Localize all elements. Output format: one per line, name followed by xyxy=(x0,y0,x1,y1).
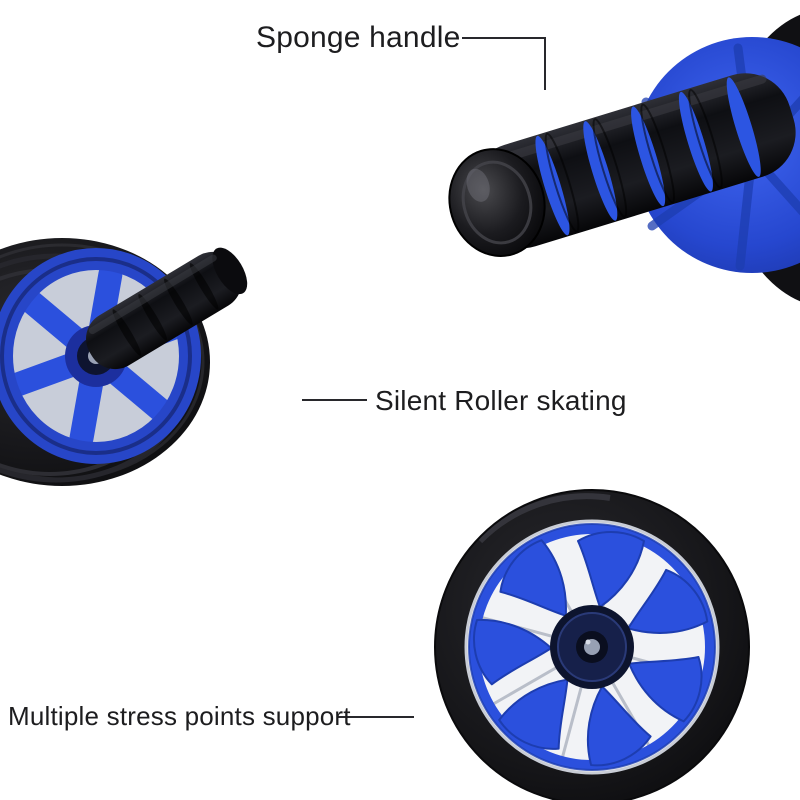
caption-multiple-stress-points-support: Multiple stress points support xyxy=(8,701,351,731)
caption-silent-roller-skating: Silent Roller skating xyxy=(375,385,627,416)
foam-grip xyxy=(448,73,796,257)
front-wheel-photo xyxy=(434,489,750,800)
foam-blue-stripes xyxy=(535,77,761,236)
front-wheel-hub xyxy=(550,605,634,689)
sponge-handle-photo xyxy=(448,14,800,302)
front-wheel-blades xyxy=(473,531,709,767)
caption-sponge-handle: Sponge handle xyxy=(256,21,461,54)
angled-roller-photo xyxy=(0,238,248,486)
angled-roller-handle xyxy=(86,247,248,370)
callout-line-sponge-handle xyxy=(462,37,546,90)
callout-lines xyxy=(302,37,546,718)
handle-end-cap xyxy=(448,148,546,257)
